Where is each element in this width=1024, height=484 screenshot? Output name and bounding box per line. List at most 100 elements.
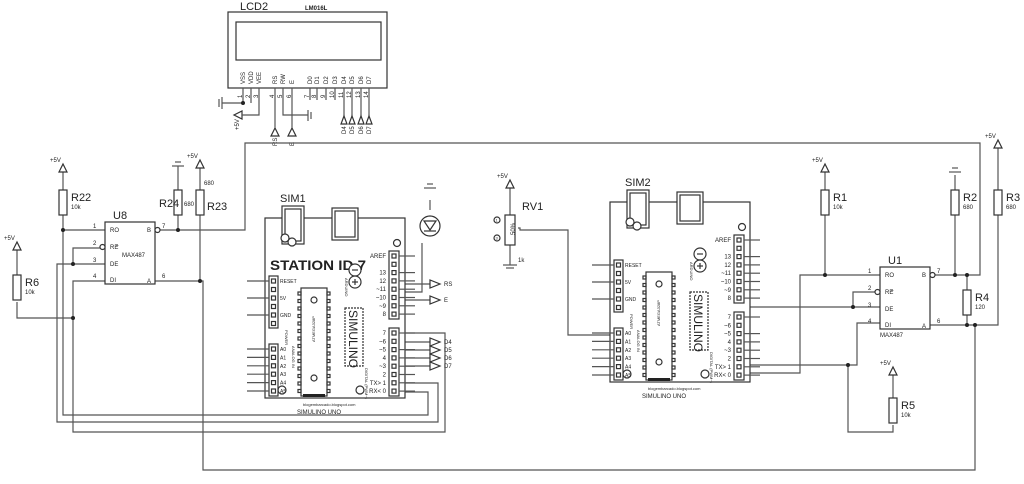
rv1-pin3: 3 xyxy=(496,236,499,241)
lcd-pin-number: 11 xyxy=(339,91,345,98)
lcd-pin-name: D2 xyxy=(324,76,330,84)
mount-hole xyxy=(737,222,747,232)
net-terminal xyxy=(429,295,442,305)
lcd-net-label: D4 xyxy=(342,126,348,134)
power-pin-label: RESET xyxy=(625,263,642,269)
resistor-value: 680 xyxy=(204,181,215,187)
chip-pin xyxy=(326,343,331,349)
logo-frame xyxy=(344,307,364,367)
digital-pin-label: AREF xyxy=(715,238,731,244)
chip-pin-number: 4 xyxy=(868,319,872,325)
board-name: SIMULINO UNO xyxy=(642,394,686,400)
net-terminal xyxy=(429,353,442,363)
resistor-body xyxy=(820,189,830,216)
digital-pin-label: 4 xyxy=(383,356,387,362)
digital-pin-label: 12 xyxy=(379,279,386,285)
lcd-pin-name: D3 xyxy=(333,76,339,84)
chip-pin xyxy=(297,313,302,319)
header-pin xyxy=(736,314,742,320)
side-label: DIGITAL (PWM~) xyxy=(709,352,714,384)
resistor-body xyxy=(58,189,68,216)
potentiometer-rv1[interactable]: RV1 1k 50% 1 3 xyxy=(493,201,543,264)
digital-pin-label: ~11 xyxy=(721,271,731,277)
chip-pin-name: A xyxy=(147,279,151,285)
resistor-value: 680 xyxy=(1006,205,1017,211)
chip-pin xyxy=(326,313,331,319)
header-pin xyxy=(391,388,397,394)
lcd-pin-number: 14 xyxy=(364,91,370,98)
chip-pin-number: 6 xyxy=(937,319,941,325)
lcd-pin-name: RS xyxy=(273,76,279,84)
header-pin xyxy=(391,303,397,309)
analog-pin-label: A3 xyxy=(625,356,631,362)
header-pin xyxy=(391,286,397,292)
chip-mark xyxy=(310,296,318,304)
resistor-ref: R1 xyxy=(833,192,847,204)
lcd-net-label: D6 xyxy=(359,126,365,134)
digital-pin-label: ~10 xyxy=(376,296,387,302)
digital-pin-label: RX< 0 xyxy=(369,389,387,395)
board-title: STATION ID 7 xyxy=(270,257,366,273)
chip-pin xyxy=(326,306,331,311)
side-label: ATMEGA328P xyxy=(656,300,661,326)
analog-pin-label: A1 xyxy=(280,355,286,361)
digital-pin-label: ~9 xyxy=(379,304,387,310)
usb-connector xyxy=(331,207,359,241)
power-pin-label: 5V xyxy=(625,280,632,286)
chip-pin xyxy=(671,275,676,280)
chip-pin-number: 1 xyxy=(93,224,97,230)
digital-pin-label: 2 xyxy=(383,373,387,379)
resistor-ref: R6 xyxy=(25,277,39,289)
chip-pin xyxy=(326,381,331,386)
chip-pin xyxy=(326,298,331,304)
chip-pin xyxy=(671,327,676,333)
chip-pin xyxy=(297,381,302,386)
chip-pin xyxy=(671,342,676,348)
lcd-pins: VSS1VDD2VEE3RS4RW5E6D07D18D29D310D411D4D… xyxy=(232,71,373,146)
lcd-module[interactable]: LCD2 LM016L VSS1VDD2VEE3RS4RW5E6D07D18D2… xyxy=(227,1,388,146)
side-label: ATMEGA328P xyxy=(311,316,316,342)
lcd-pin-number: 4 xyxy=(270,94,276,98)
header-pin xyxy=(270,320,277,327)
analog-pin-label: A4 xyxy=(280,381,286,387)
resistor-ref: R3 xyxy=(1006,192,1020,204)
analog-pin-label: A3 xyxy=(280,372,286,378)
analog-pin-label: A2 xyxy=(280,364,286,370)
chip-pin xyxy=(297,388,302,394)
lcd-pin-number: 1 xyxy=(238,94,244,98)
power-pin-label: 5V xyxy=(280,296,287,302)
side-label: DIGITAL (PWM~) xyxy=(364,368,369,400)
lcd-pin-number: 13 xyxy=(356,91,362,98)
header-pin xyxy=(615,355,622,361)
chip-pin-number: 2 xyxy=(93,241,97,247)
resistor-value: 10k xyxy=(25,290,36,296)
analog-pin-label: A0 xyxy=(280,347,286,353)
usb-inner xyxy=(679,194,701,222)
lcd-pin-number: 10 xyxy=(330,91,336,98)
chip-pin xyxy=(297,328,302,334)
header-pin xyxy=(615,330,622,336)
analog-header xyxy=(268,343,279,397)
lcd-pin-number: 5 xyxy=(278,94,284,98)
analog-pin-label: A5 xyxy=(625,373,631,379)
side-label: ARDUINO xyxy=(689,262,694,280)
resistor-ref: R4 xyxy=(975,292,989,304)
lcd-pin-name: VEE xyxy=(257,72,263,84)
resistor-ref: R2 xyxy=(963,192,977,204)
chip-pin xyxy=(671,297,676,303)
net-terminal xyxy=(429,279,442,289)
